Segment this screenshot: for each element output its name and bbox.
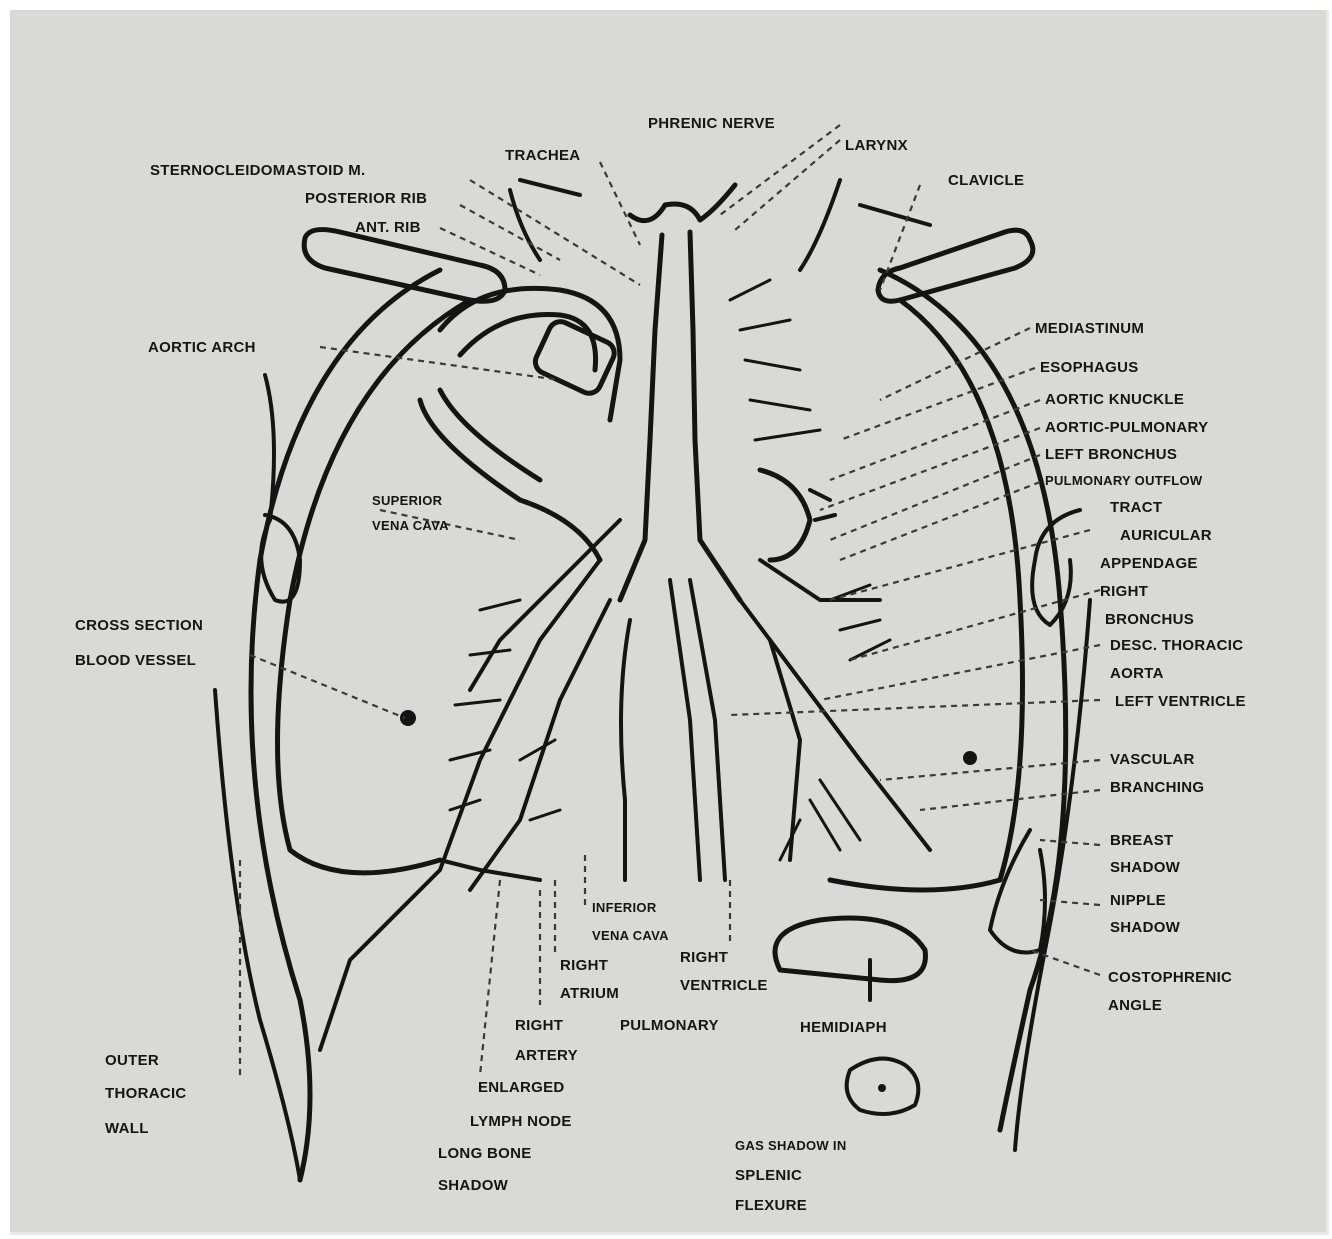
label-bronchus: BRONCHUS bbox=[1105, 611, 1194, 628]
label-long-bone-shadow: SHADOW bbox=[438, 1177, 509, 1194]
leader-lines bbox=[240, 125, 1100, 1075]
label-cross-section: CROSS SECTION bbox=[75, 617, 203, 634]
costophrenic-curve bbox=[990, 830, 1045, 953]
label-hemidiaph: HEMIDIAPH bbox=[800, 1019, 887, 1036]
label-appendage: APPENDAGE bbox=[1100, 555, 1198, 572]
left-upper-vessels bbox=[730, 280, 820, 440]
label-aorta: AORTA bbox=[1110, 665, 1164, 682]
right-hilum-branch-2 bbox=[320, 560, 600, 1050]
label-desc-thoracic: DESC. THORACIC bbox=[1110, 637, 1243, 654]
label-vascular: VASCULAR bbox=[1110, 751, 1195, 768]
neck-right-2 bbox=[860, 205, 930, 225]
aortic-knob bbox=[531, 318, 618, 397]
label-aortic-arch: AORTIC ARCH bbox=[148, 339, 256, 356]
label-right-atrium-2: ATRIUM bbox=[560, 985, 619, 1002]
label-breast-shadow: SHADOW bbox=[1110, 859, 1181, 876]
left-hemidiaphragm bbox=[775, 918, 925, 981]
label-pulmonary-outflow: PULMONARY OUTFLOW bbox=[1045, 473, 1203, 488]
label-nipple: NIPPLE bbox=[1110, 892, 1166, 909]
label-gas-shadow: GAS SHADOW IN bbox=[735, 1138, 847, 1153]
label-long-bone: LONG BONE bbox=[438, 1145, 532, 1162]
label-splenic: SPLENIC bbox=[735, 1167, 802, 1184]
svc-line-2 bbox=[440, 390, 540, 480]
left-hilum-branch-1 bbox=[740, 600, 930, 850]
label-enlarged: ENLARGED bbox=[478, 1079, 565, 1096]
aortic-arch-inner bbox=[460, 315, 596, 371]
gas-dot bbox=[878, 1084, 886, 1092]
body-contour-left bbox=[1015, 600, 1090, 1150]
right-hilum-branch-1 bbox=[470, 520, 620, 690]
neck-left bbox=[510, 190, 540, 260]
left-clavicle bbox=[878, 230, 1033, 301]
label-aortic-knuckle: AORTIC KNUCKLE bbox=[1045, 391, 1184, 408]
label-sternocleidomastoid: STERNOCLEIDOMASTOID M. bbox=[150, 162, 366, 179]
label-right: RIGHT bbox=[1100, 583, 1148, 600]
label-flexure: FLEXURE bbox=[735, 1197, 807, 1214]
label-breast: BREAST bbox=[1110, 832, 1173, 849]
label-inferior: INFERIOR bbox=[592, 900, 657, 915]
label-branching: BRANCHING bbox=[1110, 779, 1204, 796]
neck-left-2 bbox=[520, 180, 580, 195]
label-right-atrium-1: RIGHT bbox=[560, 957, 608, 974]
label-phrenic-nerve: PHRENIC NERVE bbox=[648, 115, 775, 132]
larynx-shape bbox=[630, 185, 735, 221]
label-larynx: LARYNX bbox=[845, 137, 908, 154]
label-posterior-rib: POSTERIOR RIB bbox=[305, 190, 427, 207]
label-nipple-shadow: SHADOW bbox=[1110, 919, 1181, 936]
label-mediastinum: MEDIASTINUM bbox=[1035, 320, 1144, 337]
label-auricular: AURICULAR bbox=[1120, 527, 1212, 544]
label-costophrenic: COSTOPHRENIC bbox=[1108, 969, 1232, 986]
right-lung-outline bbox=[278, 300, 471, 873]
label-esophagus: ESOPHAGUS bbox=[1040, 359, 1139, 376]
label-right-pulm-1: RIGHT bbox=[515, 1017, 563, 1034]
left-lung-dot bbox=[963, 751, 977, 765]
label-trachea: TRACHEA bbox=[505, 147, 580, 164]
label-blood-vessel: BLOOD VESSEL bbox=[75, 652, 196, 669]
label-tract: TRACT bbox=[1110, 499, 1162, 516]
label-right-ventricle-1: RIGHT bbox=[680, 949, 728, 966]
outer-chest-wall-left bbox=[880, 270, 1066, 1130]
body-contour-right bbox=[215, 690, 300, 1180]
central-line-1 bbox=[670, 580, 700, 880]
label-wall: WALL bbox=[105, 1120, 149, 1137]
label-vena-cava-sup: VENA CAVA bbox=[372, 518, 449, 533]
label-aortic-pulmonary: AORTIC-PULMONARY bbox=[1045, 419, 1208, 436]
svc-line bbox=[420, 400, 600, 560]
label-ant-rib: ANT. RIB bbox=[355, 219, 421, 236]
label-clavicle: CLAVICLE bbox=[948, 172, 1024, 189]
left-hilum-branch-2 bbox=[760, 560, 880, 600]
label-outer: OUTER bbox=[105, 1052, 159, 1069]
left-lung-outline bbox=[830, 300, 1023, 890]
label-vena-cava-inf: VENA CAVA bbox=[592, 928, 669, 943]
label-superior: SUPERIOR bbox=[372, 493, 443, 508]
neck-right bbox=[800, 180, 840, 270]
label-right-ventricle-2: VENTRICLE bbox=[680, 977, 768, 994]
label-thoracic: THORACIC bbox=[105, 1085, 187, 1102]
cross-section-vessel-dot bbox=[400, 710, 416, 726]
ivc-line bbox=[621, 620, 630, 880]
trachea-left-wall bbox=[620, 235, 662, 600]
label-lymph-node: LYMPH NODE bbox=[470, 1113, 572, 1130]
label-left-ventricle: LEFT VENTRICLE bbox=[1115, 693, 1246, 710]
label-left-bronchus: LEFT BRONCHUS bbox=[1045, 446, 1177, 463]
label-artery: ARTERY bbox=[515, 1047, 578, 1064]
label-angle: ANGLE bbox=[1108, 997, 1162, 1014]
label-pulmonary: PULMONARY bbox=[620, 1017, 719, 1034]
trachea-right-wall bbox=[690, 232, 740, 600]
left-heart-border bbox=[760, 470, 810, 560]
